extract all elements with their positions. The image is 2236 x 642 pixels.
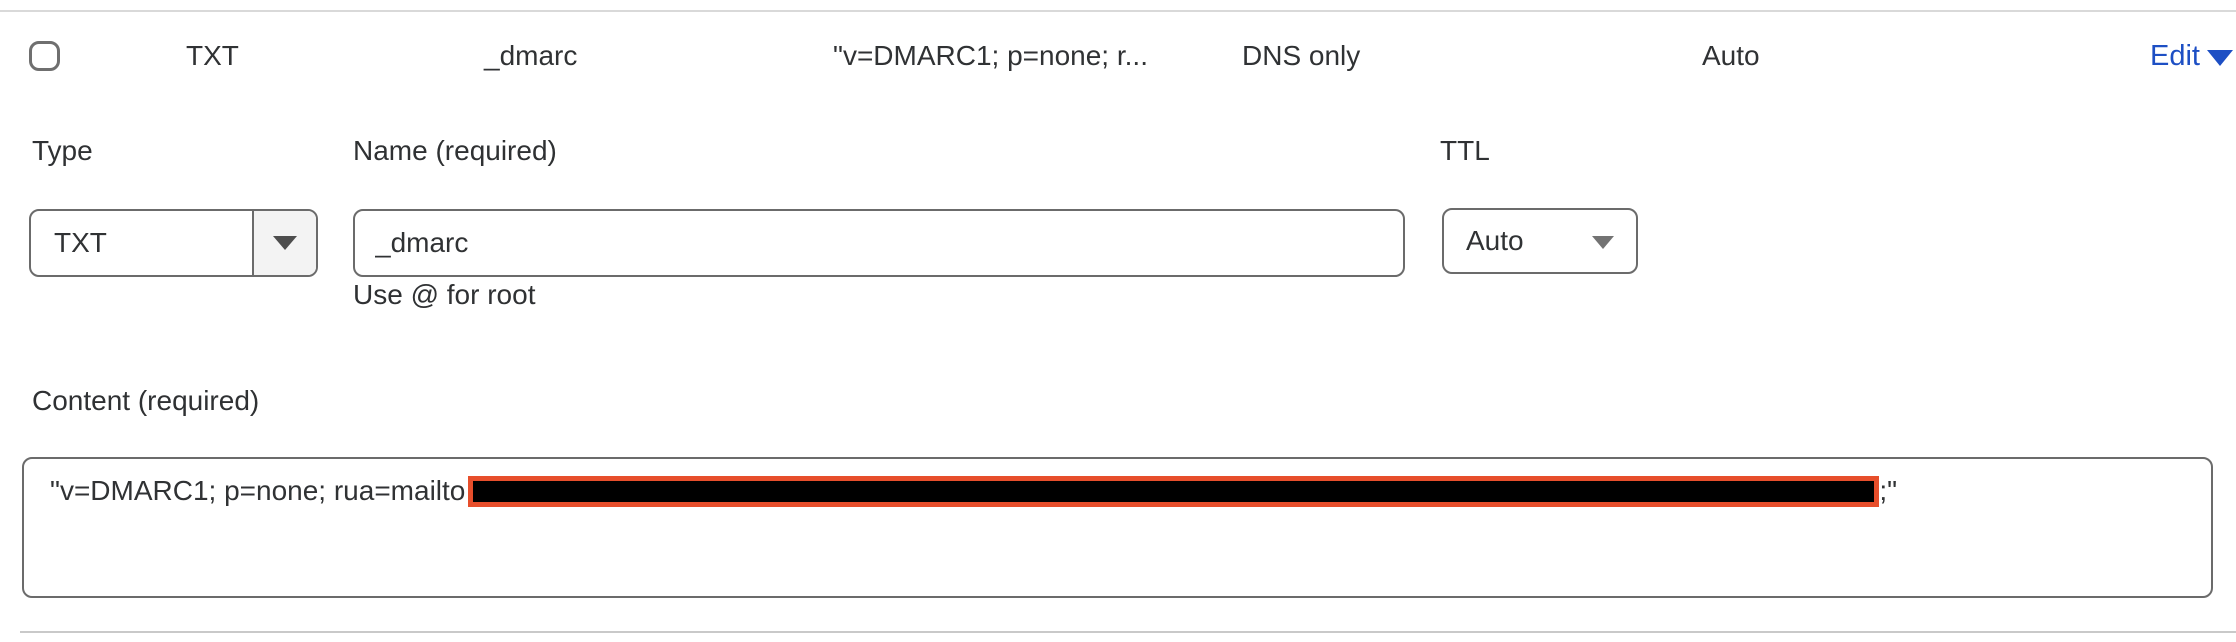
dropdown-arrow-icon bbox=[273, 236, 297, 250]
edit-button-label: Edit bbox=[2150, 40, 2200, 72]
top-divider bbox=[0, 10, 2236, 12]
content-textarea[interactable]: "v=DMARC1; p=none; rua=mailto ;" bbox=[22, 457, 2213, 598]
record-content-preview: "v=DMARC1; p=none; r... bbox=[833, 40, 1148, 71]
content-value-prefix: "v=DMARC1; p=none; rua=mailto bbox=[50, 475, 466, 506]
type-label: Type bbox=[32, 135, 93, 166]
dropdown-arrow-icon bbox=[1592, 236, 1614, 249]
chevron-down-icon bbox=[2206, 50, 2233, 66]
type-select[interactable]: TXT bbox=[29, 209, 318, 277]
ttl-select[interactable]: Auto bbox=[1442, 208, 1638, 274]
content-label: Content (required) bbox=[32, 385, 260, 416]
redaction-box bbox=[468, 475, 1880, 507]
name-helper-text: Use @ for root bbox=[353, 279, 536, 310]
record-name: _dmarc bbox=[484, 40, 578, 71]
type-select-arrow-zone[interactable] bbox=[252, 211, 316, 275]
content-value-suffix: ;" bbox=[1879, 475, 1898, 506]
name-label: Name (required) bbox=[353, 135, 557, 166]
record-type: TXT bbox=[186, 40, 239, 71]
type-select-value: TXT bbox=[54, 227, 107, 258]
name-input[interactable] bbox=[353, 209, 1405, 277]
edit-button[interactable]: Edit bbox=[2150, 38, 2233, 74]
record-ttl: Auto bbox=[1702, 40, 1760, 71]
record-checkbox[interactable] bbox=[29, 41, 60, 71]
record-proxy-status: DNS only bbox=[1242, 40, 1361, 71]
content-value-line: "v=DMARC1; p=none; rua=mailto ;" bbox=[24, 459, 2211, 507]
ttl-select-value: Auto bbox=[1466, 225, 1524, 256]
ttl-label: TTL bbox=[1440, 135, 1490, 166]
bottom-divider bbox=[20, 631, 2236, 633]
